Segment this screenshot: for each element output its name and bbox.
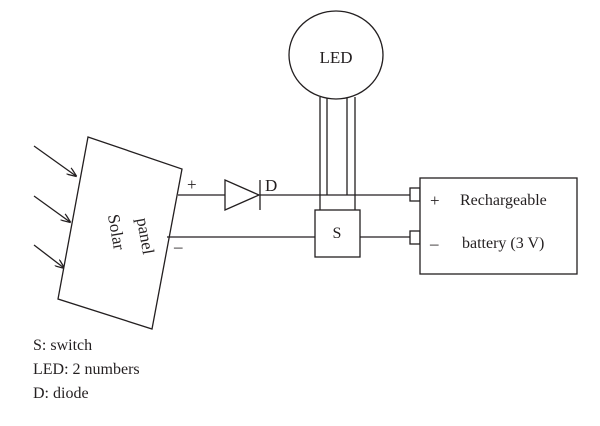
- battery-label-line2: battery (3 V): [462, 235, 544, 252]
- solar-panel: [57, 136, 183, 330]
- battery-plus-sign: +: [430, 191, 440, 210]
- panel-plus-terminal: +: [187, 175, 197, 194]
- led-label: LED: [319, 48, 352, 67]
- battery-minus-sign: –: [429, 234, 439, 253]
- sunlight-arrow-2: [33, 195, 70, 222]
- switch-box: [314, 209, 361, 258]
- legend-item-switch: S: switch: [33, 337, 93, 354]
- battery-negative-terminal: [409, 230, 421, 245]
- sunlight-arrow-1: [33, 145, 76, 176]
- diode-symbol: [224, 179, 261, 211]
- battery-label-line1: Rechargeable: [460, 192, 547, 209]
- switch-label: S: [333, 225, 342, 242]
- legend-item-diode: D: diode: [33, 385, 89, 402]
- battery-positive-terminal: [409, 187, 421, 202]
- legend: S: switch LED: 2 numbers D: diode: [33, 334, 140, 406]
- legend-item-led: LED: 2 numbers: [33, 361, 140, 378]
- led-bulb: [288, 10, 384, 100]
- sunlight-arrow-3: [33, 244, 64, 268]
- diode-label: D: [265, 176, 277, 195]
- panel-minus-terminal: –: [173, 237, 183, 256]
- rechargeable-battery: [419, 177, 578, 275]
